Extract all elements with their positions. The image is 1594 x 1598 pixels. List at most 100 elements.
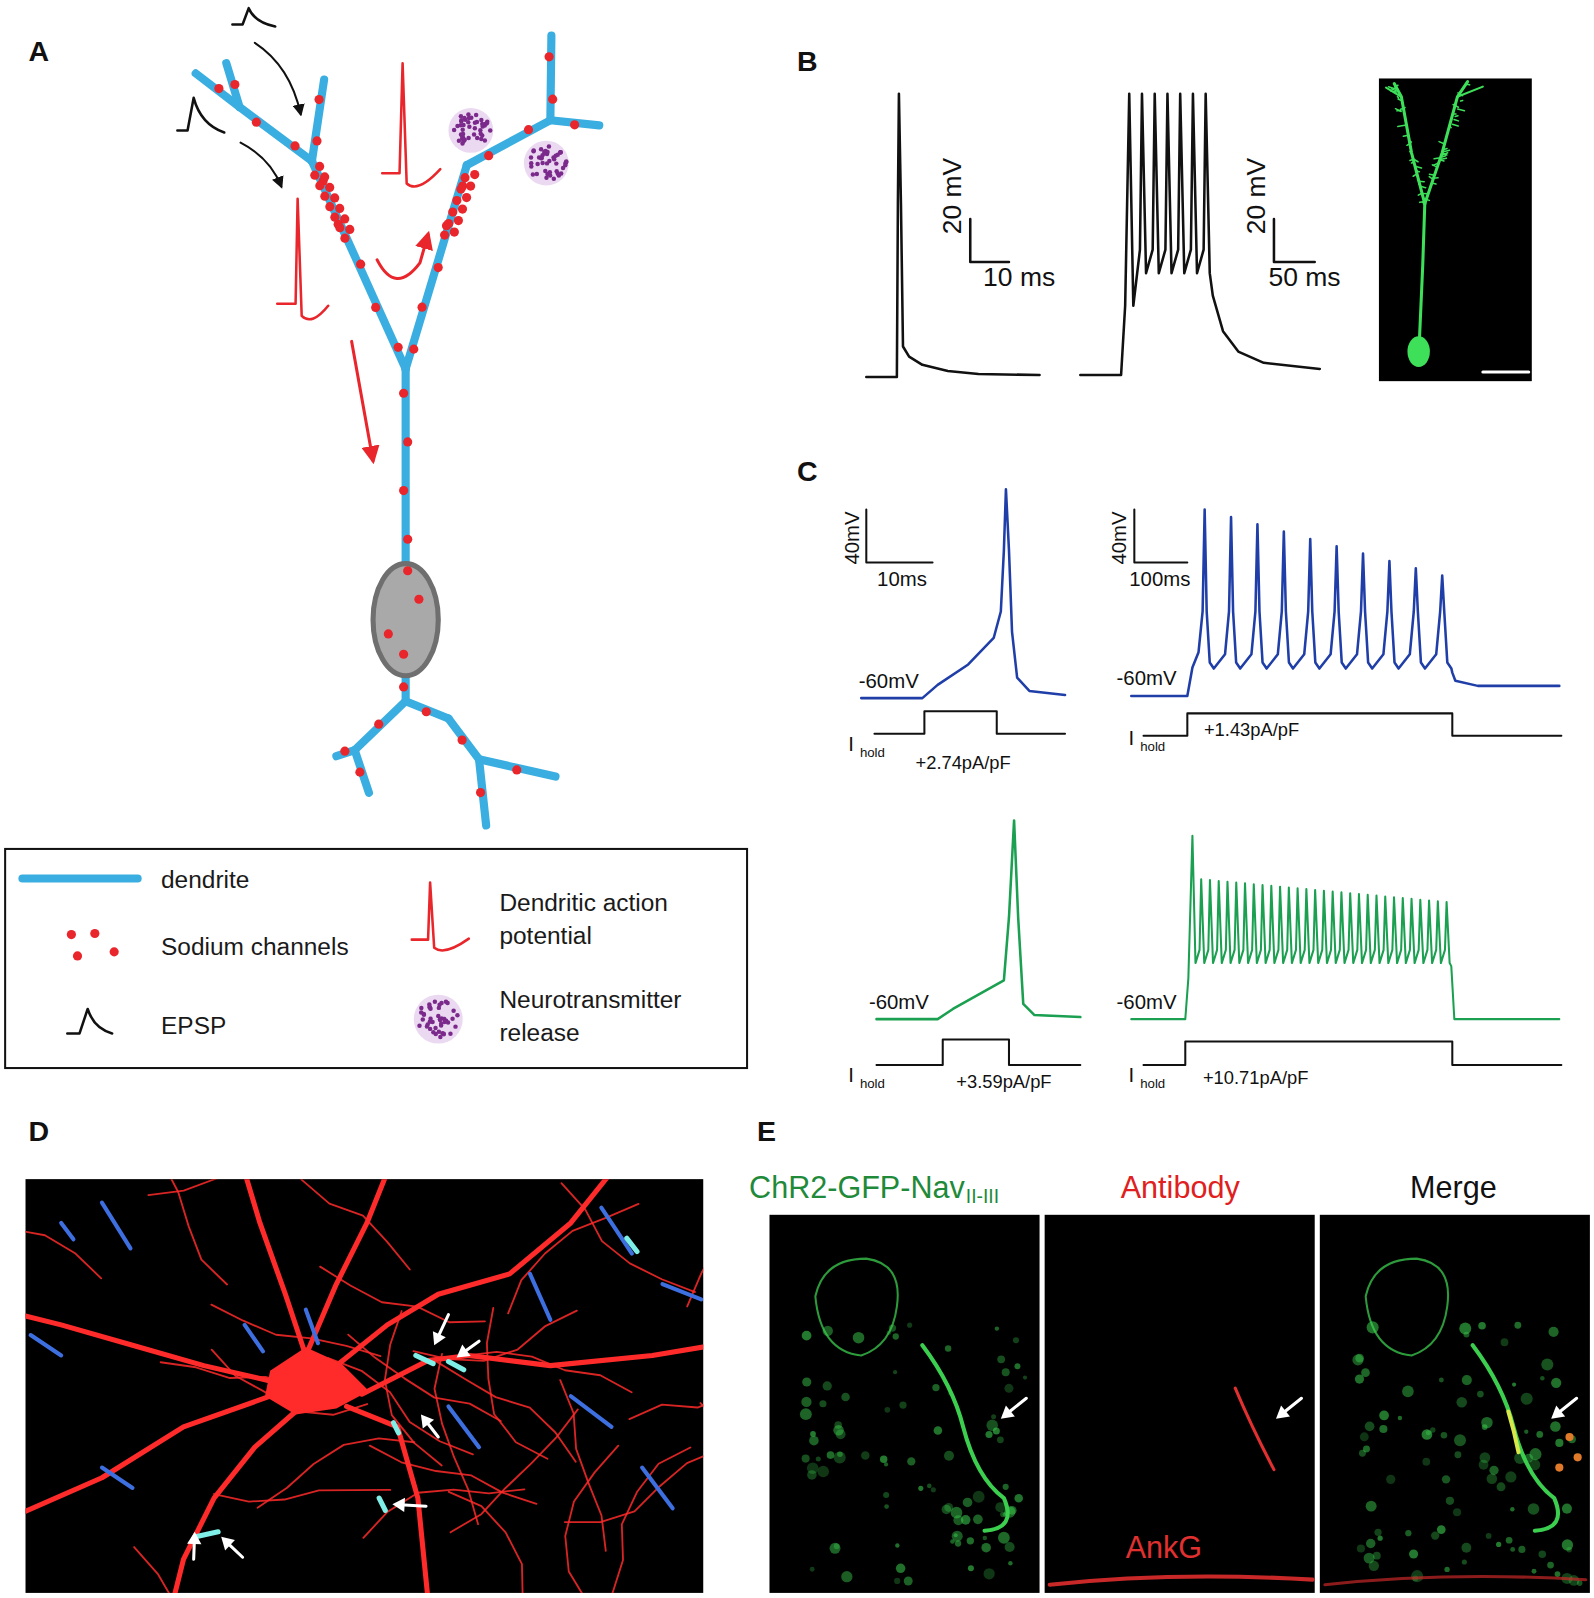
fluorescence-speckle — [1004, 1384, 1013, 1393]
fluorescence-speckle — [945, 1345, 951, 1351]
dendritic-spine — [1422, 193, 1429, 195]
dendrite-branch — [226, 63, 239, 107]
neurite — [214, 1490, 390, 1502]
fluorescence-speckle — [801, 1397, 811, 1407]
dendritic-spine — [1398, 125, 1405, 126]
release-dot — [448, 1032, 452, 1036]
micrograph — [1320, 1215, 1590, 1593]
release-dot — [544, 175, 548, 179]
sodium-channel — [355, 768, 364, 777]
release-dot — [419, 1006, 423, 1010]
current-clamp-traces — [861, 489, 1561, 1065]
dendrite — [26, 1315, 271, 1381]
sodium-channel — [399, 486, 408, 495]
dendritic-spine — [1413, 174, 1417, 176]
voltage-trace — [876, 820, 1080, 1019]
figure-label: I — [848, 1065, 854, 1085]
release-dot — [433, 999, 437, 1003]
sodium-channel — [335, 204, 344, 213]
sodium-channel — [548, 95, 557, 104]
fluorescence-speckle — [963, 1498, 973, 1508]
marker-label-blue — [61, 1223, 73, 1239]
figure-label: 10 ms — [983, 264, 1055, 291]
neurite — [363, 1489, 524, 1537]
dendritic-spike — [382, 63, 440, 186]
figure-label: hold — [860, 747, 885, 760]
fluorescence-speckle — [1512, 1383, 1516, 1387]
dendrite — [336, 1179, 611, 1366]
fluorescence-speckle — [1574, 1453, 1582, 1461]
voltage-trace — [1131, 510, 1559, 697]
marker-label-blue — [102, 1203, 131, 1249]
figure-label: 40mV — [1109, 512, 1129, 565]
fluorescence-speckle — [894, 1578, 900, 1584]
dendritic-spine — [1429, 174, 1434, 175]
neurite — [449, 1492, 538, 1593]
fluorescence-speckle — [1357, 1544, 1365, 1552]
fluorescence-speckle — [807, 1470, 817, 1480]
fluorescence-speckle — [827, 1451, 835, 1459]
fluorescence-speckle — [907, 1323, 912, 1328]
sodium-channel — [460, 173, 469, 182]
dendritic-spike — [277, 199, 328, 320]
legend-sample — [22, 878, 137, 879]
fluorescence-speckle — [1373, 1552, 1381, 1560]
fluorescence-speckle — [884, 1504, 889, 1509]
neurite — [148, 1179, 321, 1195]
fluorescence-speckle — [991, 1414, 996, 1419]
input-arrow — [241, 143, 282, 187]
dendritic-spine — [1439, 142, 1445, 145]
release-dot — [425, 1022, 429, 1026]
fluorescence-speckle — [1539, 1550, 1546, 1557]
sodium-channel — [335, 223, 344, 232]
fluorescence-speckle — [1355, 1374, 1364, 1383]
release-dot — [473, 126, 477, 130]
fluorescence-speckle — [1366, 1539, 1375, 1548]
sodium-channel — [312, 136, 321, 145]
pointer-arrow-shaft — [1286, 1398, 1302, 1411]
fluorescence-speckle — [823, 1381, 832, 1390]
figure-label: 40mV — [842, 512, 862, 565]
sodium-channel — [330, 193, 339, 202]
sodium-channel — [290, 141, 299, 150]
release-dot — [552, 157, 556, 161]
sodium-channel — [214, 84, 223, 93]
dendrite — [347, 1406, 429, 1593]
figure-label: 100ms — [1129, 569, 1190, 589]
figure-label: AnkG — [1126, 1532, 1202, 1563]
release-dot — [475, 120, 479, 124]
fluorescence-speckle — [918, 1486, 923, 1491]
voltage-trace — [1131, 836, 1559, 1019]
fluorescence-speckle — [968, 1565, 974, 1571]
pointer-arrow-shaft — [1561, 1398, 1577, 1411]
figure-label: II-III — [966, 1187, 999, 1206]
neurite — [561, 1183, 695, 1292]
voltage-trace — [861, 489, 1065, 698]
fluorescence-speckle — [1551, 1378, 1561, 1388]
release-dot — [430, 1020, 434, 1024]
dendritic-spine — [1467, 83, 1470, 85]
fluorescence-speckle — [1487, 1474, 1498, 1485]
fluorescence-speckle — [1379, 1425, 1387, 1433]
neurite — [700, 1403, 703, 1499]
sodium-channel — [340, 234, 349, 243]
fluorescence-speckle — [1461, 1543, 1471, 1553]
sodium-channel — [545, 52, 554, 61]
figure-label: +2.74pA/pF — [915, 754, 1010, 772]
fluorescence-speckle — [1479, 1460, 1489, 1470]
sodium-channel — [90, 929, 99, 938]
neurite — [451, 1409, 578, 1532]
sodium-channel — [462, 193, 471, 202]
fluorescence-speckle — [1374, 1529, 1381, 1536]
figure-label: 10ms — [877, 569, 927, 589]
neuron-fill — [1457, 87, 1482, 97]
fluorescence-speckle — [1462, 1559, 1467, 1564]
epsp-sample — [67, 1009, 112, 1033]
fluorescence-speckle — [1398, 1416, 1402, 1420]
fluorescence-speckle — [887, 1330, 892, 1335]
fluorescence-speckle — [1555, 1463, 1563, 1471]
fluorescence-speckle — [1003, 1484, 1009, 1490]
dendrite-branch — [448, 718, 479, 759]
pointer-arrow-head — [1001, 1405, 1015, 1418]
fluorescence-speckle — [810, 1431, 816, 1437]
